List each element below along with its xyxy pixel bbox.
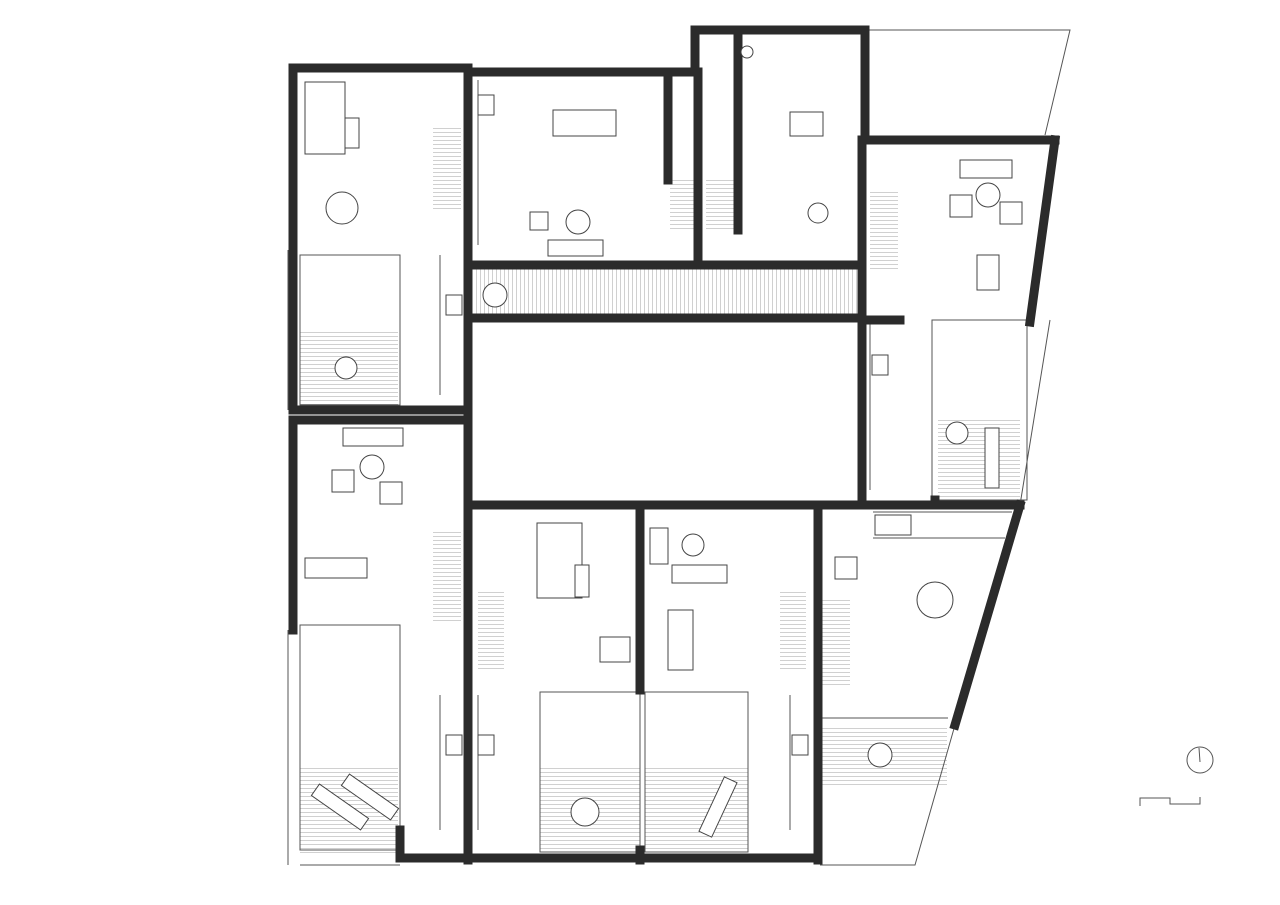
- furniture: [304, 45, 1023, 838]
- armchair: [949, 194, 973, 218]
- stair: [822, 598, 850, 688]
- gallery-walkway: [476, 266, 860, 316]
- table: [599, 636, 631, 663]
- north-arrow-icon: [1186, 746, 1214, 774]
- dining-table: [667, 609, 694, 671]
- armchair: [379, 481, 403, 505]
- cooktop: [477, 734, 495, 756]
- armchair: [529, 211, 549, 231]
- scale-bar-icon: [1139, 797, 1201, 806]
- sofa: [342, 427, 404, 447]
- sofa: [671, 564, 728, 584]
- armchair: [331, 469, 355, 493]
- armchair: [834, 556, 858, 580]
- table: [334, 356, 358, 380]
- rug: [681, 533, 705, 557]
- table: [570, 797, 600, 827]
- cooktop: [874, 514, 912, 536]
- cooktop: [871, 354, 889, 376]
- stair: [433, 128, 461, 210]
- stair: [670, 180, 696, 230]
- lounger: [340, 773, 400, 821]
- rug: [975, 182, 1001, 208]
- sofa: [959, 159, 1013, 179]
- cooktop: [445, 294, 463, 316]
- table: [807, 202, 829, 224]
- dining-table: [304, 557, 368, 579]
- cooktop: [477, 94, 495, 116]
- lounger: [310, 783, 370, 831]
- outline-lines: [287, 29, 1071, 866]
- armchair: [999, 201, 1023, 225]
- armchair: [649, 527, 669, 565]
- lounger: [984, 427, 1000, 489]
- chair: [740, 45, 754, 59]
- stair: [780, 592, 806, 672]
- round-table: [916, 581, 954, 619]
- lounger: [698, 776, 738, 838]
- stair: [433, 530, 461, 622]
- dining-table: [976, 254, 1000, 291]
- table: [867, 742, 893, 768]
- kitchen-unit: [789, 111, 824, 137]
- round-table: [325, 191, 359, 225]
- cooktop: [791, 734, 809, 756]
- walls: [288, 25, 1061, 865]
- coffee-table: [344, 117, 360, 149]
- rug: [565, 209, 591, 235]
- cooktop: [445, 734, 463, 756]
- dining-table: [552, 109, 617, 137]
- table: [945, 421, 969, 445]
- sofa: [304, 81, 346, 155]
- rug: [359, 454, 385, 480]
- table: [482, 282, 508, 308]
- terraces: [300, 128, 1020, 853]
- stair: [478, 590, 504, 670]
- stair: [870, 190, 898, 272]
- stair: [706, 180, 734, 230]
- sofa: [547, 239, 604, 257]
- coffee-table: [574, 564, 590, 598]
